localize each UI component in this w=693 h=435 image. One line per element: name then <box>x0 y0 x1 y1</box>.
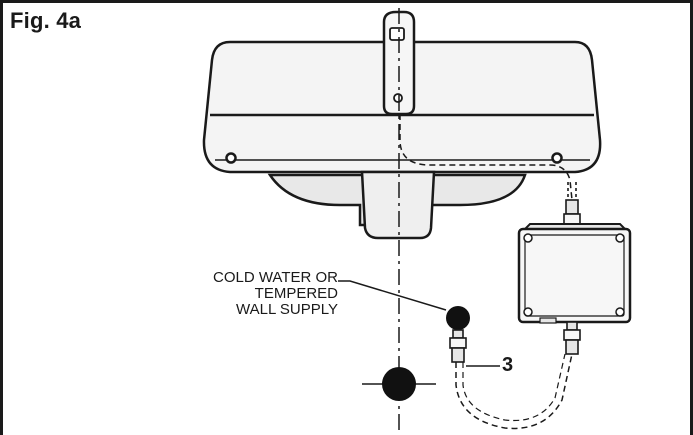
box-screw-tl <box>523 233 533 243</box>
control-box-body <box>517 227 632 324</box>
wall-supply-stop <box>446 306 470 330</box>
box-screw-tr <box>615 233 625 243</box>
sink-pedestal <box>360 170 436 240</box>
hidden-supply-hose <box>399 114 573 201</box>
faucet <box>382 10 416 116</box>
part-number-3: 3 <box>502 354 514 376</box>
mounting-hole-right <box>551 152 563 164</box>
supply-hose-3 <box>455 353 573 430</box>
drain-location <box>362 367 436 401</box>
lower-box-connector <box>563 321 581 355</box>
callout-line-3: WALL SUPPLY <box>236 301 338 318</box>
callout-leader <box>338 280 447 311</box>
supply-connector <box>449 329 467 363</box>
supply-hose-3-inner <box>462 353 566 422</box>
box-screw-bl <box>523 307 533 317</box>
control-box-inner <box>524 234 625 317</box>
figure-label: Fig. 4a <box>10 8 82 33</box>
mounting-hole-left <box>225 152 237 164</box>
callout-line-1: COLD WATER OR <box>212 269 338 286</box>
cold-water-callout: COLD WATER OR TEMPERED WALL SUPPLY <box>168 270 338 318</box>
faucet-sensor <box>393 93 403 103</box>
callout-line-2: TEMPERED <box>254 285 338 302</box>
box-screw-br <box>615 307 625 317</box>
control-box <box>517 223 632 324</box>
box-tab <box>539 317 557 324</box>
faucet-aerator <box>389 27 405 41</box>
